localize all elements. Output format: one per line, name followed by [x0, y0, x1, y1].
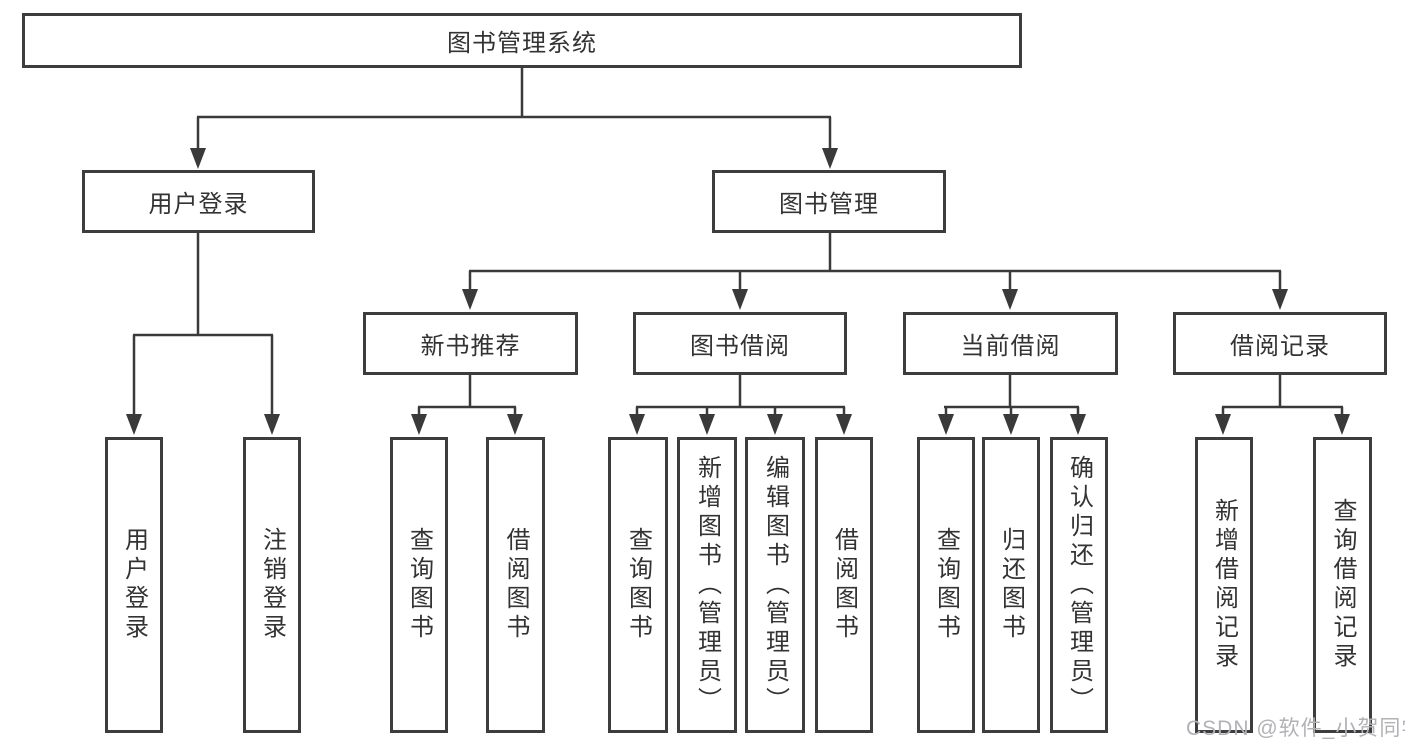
node-current-borrow-label: 当前借阅 [960, 333, 1061, 360]
leaf-confirm-return-admin-label: 确认归还（管理员） [1065, 454, 1093, 716]
leaf-return-books: 归还图书 [982, 437, 1040, 733]
leaf-query-books-2-label: 查询图书 [624, 527, 652, 643]
leaf-borrow-books-1-label: 借阅图书 [502, 527, 529, 643]
leaf-logout-label: 注销登录 [258, 527, 286, 643]
leaf-user-login-label: 用户登录 [120, 527, 148, 643]
leaf-query-books-2: 查询图书 [608, 437, 668, 733]
node-root: 图书管理系统 [22, 13, 1022, 68]
leaf-borrow-books-2: 借阅图书 [815, 437, 873, 733]
leaf-query-books-3-label: 查询图书 [932, 527, 960, 643]
leaf-borrow-books-2-label: 借阅图书 [830, 527, 858, 643]
node-user-login: 用户登录 [82, 170, 315, 233]
leaf-query-borrow-record: 查询借阅记录 [1313, 437, 1372, 733]
node-borrow-records-label: 借阅记录 [1230, 333, 1330, 360]
node-borrow-records: 借阅记录 [1173, 312, 1387, 375]
node-book-management-label: 图书管理 [779, 191, 879, 218]
leaf-query-books-1-label: 查询图书 [405, 527, 433, 643]
leaf-add-book-admin-label: 新增图书（管理员） [693, 454, 721, 716]
node-book-borrow: 图书借阅 [633, 312, 847, 375]
leaf-add-borrow-record-label: 新增借阅记录 [1210, 498, 1238, 672]
leaf-add-book-admin: 新增图书（管理员） [677, 437, 737, 733]
leaf-logout: 注销登录 [243, 437, 301, 733]
watermark: CSDN @软件_小贺同学 [1186, 717, 1405, 740]
leaf-return-books-label: 归还图书 [997, 527, 1025, 643]
leaf-confirm-return-admin: 确认归还（管理员） [1050, 437, 1108, 733]
leaf-user-login: 用户登录 [105, 437, 163, 733]
node-new-book-recommend: 新书推荐 [363, 312, 578, 375]
node-user-login-label: 用户登录 [148, 191, 249, 218]
node-current-borrow: 当前借阅 [903, 312, 1118, 375]
node-book-management: 图书管理 [712, 170, 946, 233]
node-root-label: 图书管理系统 [447, 30, 597, 57]
leaf-borrow-books-1: 借阅图书 [486, 437, 545, 733]
leaf-query-borrow-record-label: 查询借阅记录 [1329, 498, 1356, 672]
leaf-add-borrow-record: 新增借阅记录 [1195, 437, 1253, 733]
leaf-query-books-3: 查询图书 [917, 437, 975, 733]
node-book-borrow-label: 图书借阅 [690, 333, 790, 360]
leaf-query-books-1: 查询图书 [390, 437, 448, 733]
node-new-book-recommend-label: 新书推荐 [420, 333, 521, 360]
leaf-edit-book-admin-label: 编辑图书（管理员） [761, 454, 789, 716]
leaf-edit-book-admin: 编辑图书（管理员） [745, 437, 805, 733]
